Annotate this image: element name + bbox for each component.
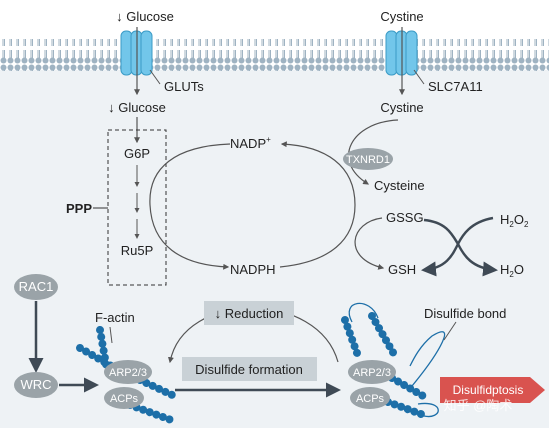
wrc-node — [14, 372, 58, 398]
acps-left-node — [104, 387, 144, 409]
glucose-intracellular-label: ↓ Glucose — [108, 100, 166, 115]
nadp-to-nadph-arc — [149, 143, 231, 270]
nadp-label: NADP+ — [230, 135, 271, 151]
reduction-label: ↓ Reduction — [215, 306, 284, 321]
arp23-left-node — [104, 360, 152, 384]
gssg-label: GSSG — [386, 210, 424, 225]
gsh-label: GSH — [388, 262, 416, 277]
h2o-label: H2O — [500, 262, 524, 279]
acps-right-label: ACPs — [356, 393, 385, 405]
cystine-intracellular-label: Cystine — [380, 100, 423, 115]
rac1-label: RAC1 — [19, 279, 54, 294]
ru5p-label: Ru5P — [121, 243, 154, 258]
g6p-label: G6P — [124, 146, 150, 161]
plasma-membrane — [0, 39, 549, 71]
disulfidptosis-arrow — [440, 377, 545, 403]
disulfide-formation-label: Disulfide formation — [195, 362, 303, 377]
disulfide-bond-leader — [443, 321, 457, 341]
glucose-extracellular-label: ↓ Glucose — [116, 9, 174, 24]
nadph-label: NADPH — [230, 262, 276, 277]
disulfide-bond-loops — [348, 302, 446, 418]
txnrd1-node — [343, 148, 393, 170]
gssg-to-gsh-arc — [354, 217, 385, 270]
txnrd1-label: TXNRD1 — [346, 154, 390, 166]
gluts-leader — [149, 69, 161, 85]
arp23-left-label: ARP2/3 — [109, 367, 147, 379]
wrc-label: WRC — [20, 377, 51, 392]
cystine-to-cysteine-arrow — [348, 119, 399, 185]
slc7a11-leader — [413, 69, 425, 85]
reduction-box — [204, 301, 294, 325]
arp23-right-label: ARP2/3 — [353, 367, 391, 379]
arp23-right-node — [348, 360, 396, 384]
f-actin-label: F-actin — [95, 310, 135, 325]
actin-network-right — [341, 312, 427, 418]
f-actin-leader — [109, 326, 113, 344]
h2o2-label: H2O2 — [500, 212, 529, 229]
ppp-label: PPP — [66, 201, 92, 216]
watermark-text: 知乎 @陶术 — [444, 398, 513, 413]
disulfidptosis-label: Disulfidptosis — [453, 383, 524, 397]
disulfide-bond-label: Disulfide bond — [424, 306, 506, 321]
gluts-label: GLUTs — [164, 79, 204, 94]
gsh-to-h2o-arrow — [423, 218, 498, 277]
acps-right-node — [350, 387, 390, 409]
cysteine-label: Cysteine — [374, 178, 425, 193]
rac1-node — [14, 274, 58, 300]
cystine-extracellular-label: Cystine — [380, 9, 423, 24]
disulfide-formation-box — [182, 357, 317, 381]
nadph-to-nadp-arc — [279, 141, 356, 268]
acps-left-label: ACPs — [110, 393, 139, 405]
ppp-box — [107, 129, 167, 286]
slc7a11-label: SLC7A11 — [428, 79, 483, 94]
